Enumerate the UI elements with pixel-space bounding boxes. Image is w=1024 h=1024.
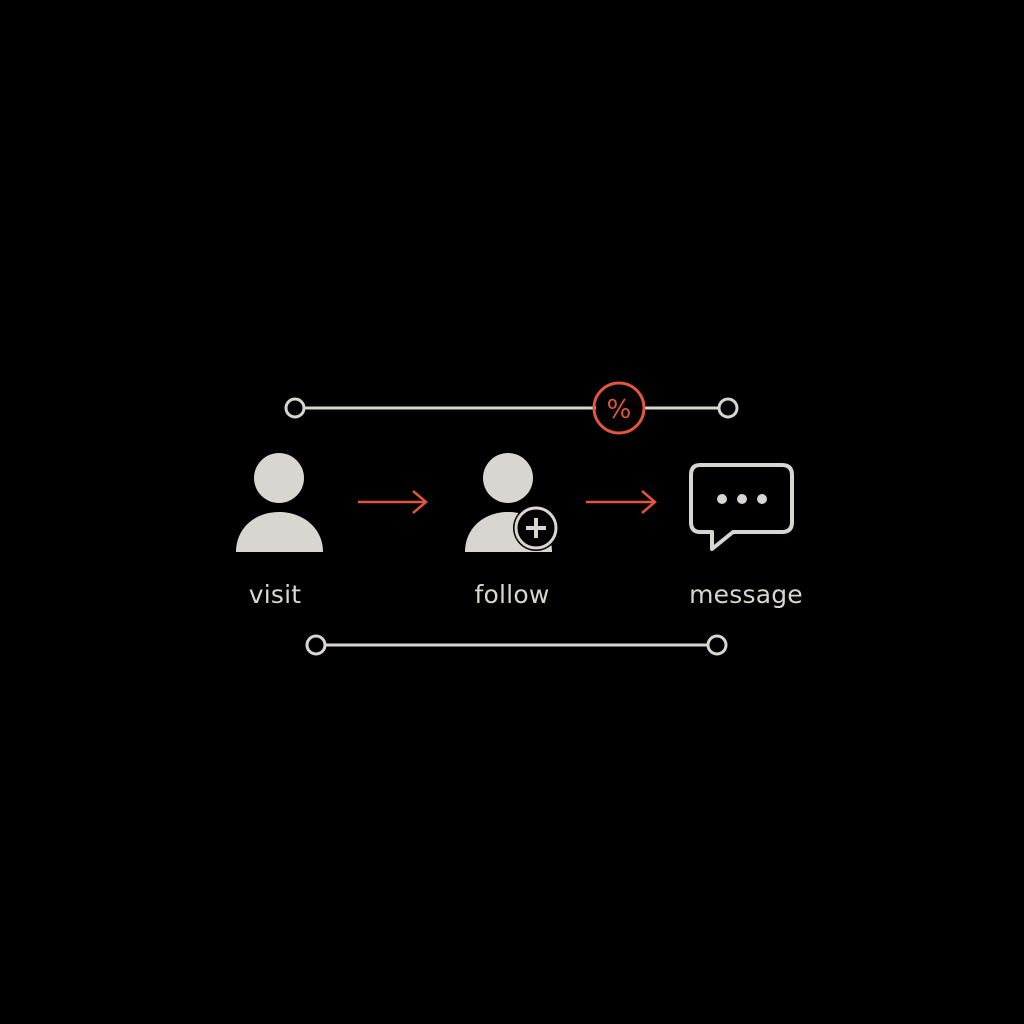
top-left-endpoint: [284, 397, 306, 419]
arrow-right-icon: [358, 490, 428, 514]
user-add-icon: [465, 453, 559, 552]
top-right-endpoint: [717, 397, 739, 419]
user-icon: [236, 453, 323, 552]
bottom-left-endpoint: [305, 634, 327, 656]
bottom-connector-line: [305, 634, 728, 656]
step-label-visit: visit: [248, 580, 302, 609]
step-label-message: message: [689, 580, 803, 609]
svg-text:%: %: [607, 395, 632, 425]
step-label-follow: follow: [474, 580, 550, 609]
chat-bubble-icon: [689, 463, 794, 551]
arrow-right-icon: [586, 490, 657, 514]
percent-icon: %: [592, 381, 646, 435]
top-connector-line: %: [284, 381, 739, 435]
bottom-right-endpoint: [706, 634, 728, 656]
